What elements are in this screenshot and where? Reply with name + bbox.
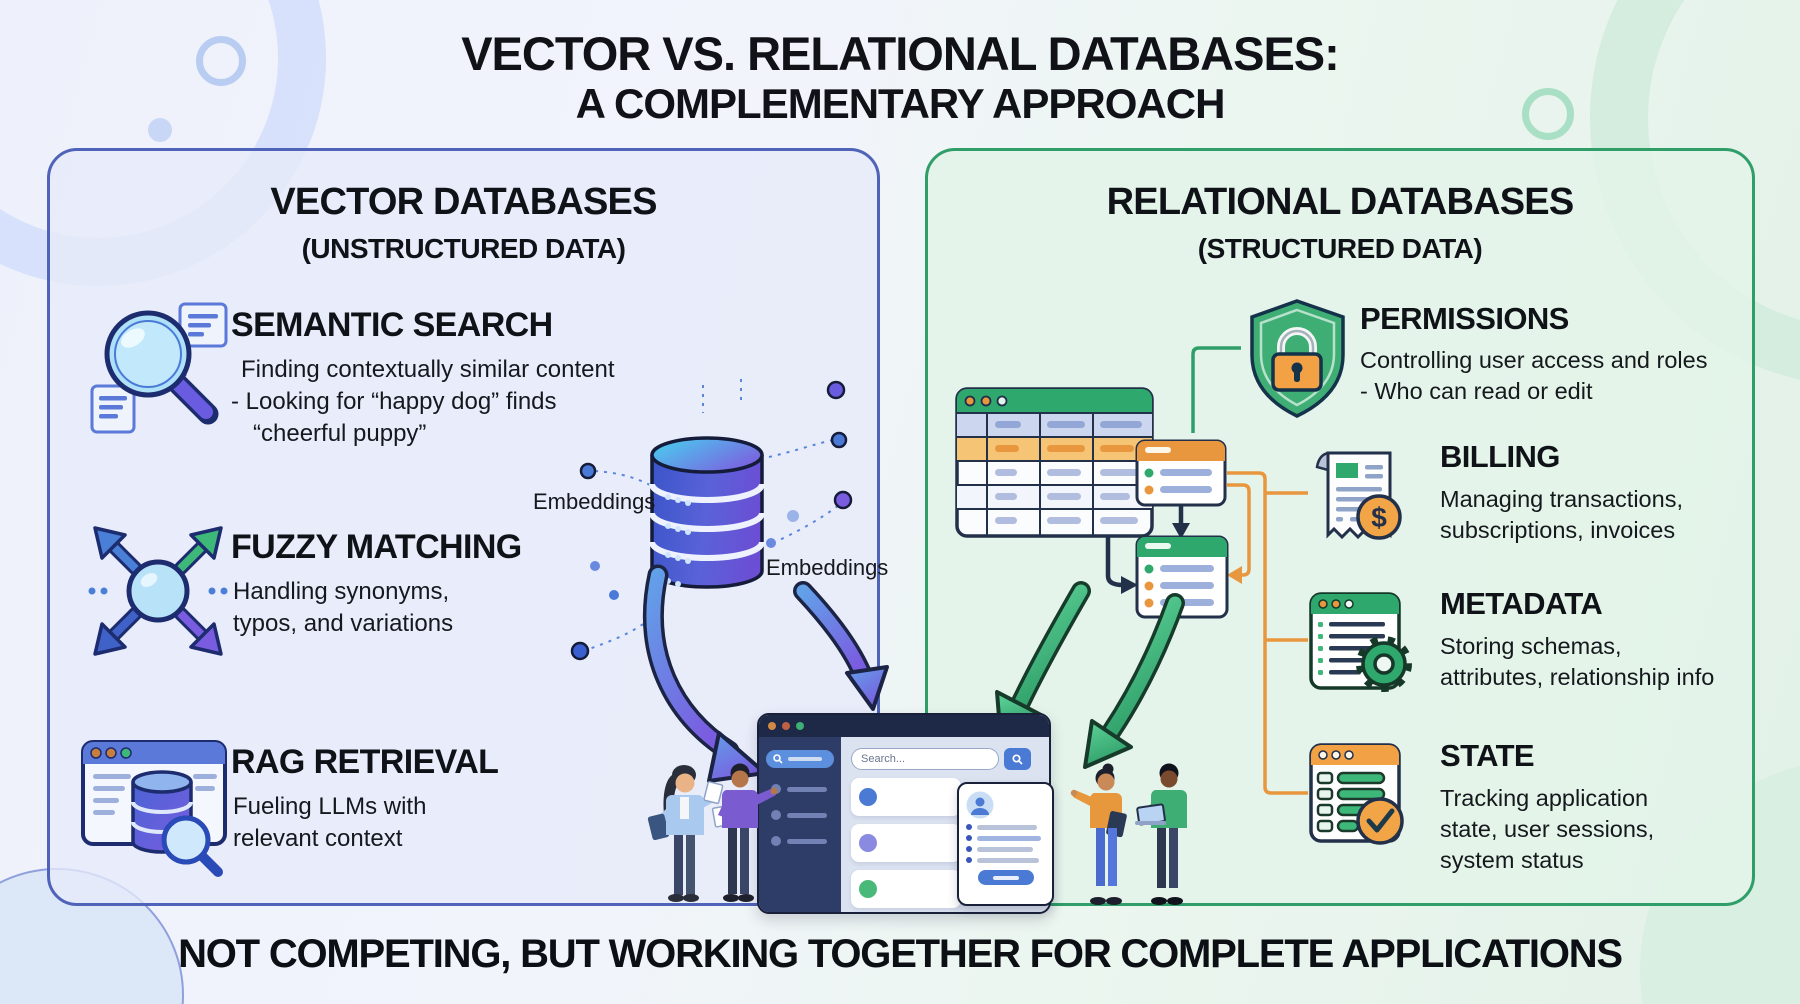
result-card [851,824,961,862]
profile-field [966,846,1045,852]
search-icon [1012,753,1023,765]
vector-flow-arrows [642,564,889,783]
search-input: Search... [851,748,999,770]
fuzzy-matching-line1: Handling synonyms, [233,578,450,605]
billing-line1: Managing transactions, [1440,486,1683,512]
traffic-light-red-icon [782,722,790,730]
semantic-search-line3: “cheerful puppy” [253,420,427,447]
fuzzy-matching-line2: typos, and variations [233,610,454,637]
rag-retrieval-icon [81,740,227,877]
rag-retrieval-heading: RAG RETRIEVAL [231,743,499,781]
billing-heading: BILLING [1440,439,1560,474]
relational-panel: RELATIONAL DATABASES (STRUCTURED DATA) [925,148,1755,906]
metadata-line2: attributes, relationship info [1440,664,1715,690]
decor-ring-small-right [1522,88,1574,140]
footer-tagline: NOT COMPETING, BUT WORKING TOGETHER FOR … [178,932,1623,976]
result-avatar [859,834,877,852]
sidebar-menu-item [771,810,841,820]
permissions-line1: Controlling user access and roles [1360,347,1708,373]
relational-table [955,387,1154,538]
fuzzy-matching-heading: FUZZY MATCHING [231,528,522,566]
result-avatar [859,880,877,898]
shield-lock-icon [1250,299,1345,418]
relational-panel-title: RELATIONAL DATABASES [1106,181,1575,223]
permissions-text: Controlling user access and roles - Who … [1360,345,1760,407]
state-line3: system status [1440,847,1584,873]
state-text: Tracking application state, user session… [1440,783,1760,876]
profile-field [966,835,1045,841]
state-heading: STATE [1440,738,1535,773]
app-titlebar [759,715,1049,737]
profile-action-button [977,870,1034,885]
metadata-line1: Storing schemas, [1440,633,1622,659]
profile-field [966,857,1045,863]
sidebar-menu-item [771,784,841,794]
semantic-search-icon [90,302,228,434]
database-cylinder [649,436,765,589]
billing-icon: $ [1315,451,1402,540]
state-line1: Tracking application [1440,785,1649,811]
semantic-search-line1: Finding contextually similar content [241,356,615,383]
decor-dot-left [148,118,172,142]
result-card [851,778,961,816]
state-icon [1309,743,1404,845]
record-card-orange [1135,439,1227,507]
vector-panel-subtitle: (UNSTRUCTURED DATA) [301,233,626,264]
search-button [1004,748,1031,770]
embeddings-label-right: Embeddings [766,555,889,580]
search-icon [773,754,783,764]
semantic-search-heading: SEMANTIC SEARCH [231,306,553,344]
semantic-search-text: Finding contextually similar content - L… [231,354,731,450]
menu-dot-icon [771,836,781,846]
search-placeholder: Search... [861,753,906,765]
rag-retrieval-line2: relevant context [233,825,403,852]
people-left [647,763,778,902]
sidebar-search-item [766,750,834,768]
embedding-nodes [570,379,853,661]
main-title-line2: A COMPLEMENTARY APPROACH [575,80,1226,127]
semantic-search-line2: - Looking for “happy dog” finds [231,388,557,415]
embeddings-label-left: Embeddings [533,489,656,514]
app-sidebar [759,737,841,912]
rag-retrieval-text: Fueling LLMs with relevant context [233,791,593,855]
record-card-green [1135,535,1229,619]
billing-text: Managing transactions, subscriptions, in… [1440,484,1770,546]
metadata-heading: METADATA [1440,586,1603,621]
metadata-text: Storing schemas, attributes, relationshi… [1440,631,1770,693]
result-avatar [859,788,877,806]
result-card [851,870,961,908]
vector-panel-title: VECTOR DATABASES [270,181,657,223]
user-avatar-icon [966,791,994,819]
traffic-light-green-icon [796,722,804,730]
billing-line2: subscriptions, invoices [1440,517,1676,543]
permissions-line2: - Who can read or edit [1360,378,1593,404]
traffic-light-orange-icon [768,722,776,730]
permissions-heading: PERMISSIONS [1360,301,1569,336]
fuzzy-matching-text: Handling synonyms, typos, and variations [233,576,653,640]
relational-panel-subtitle: (STRUCTURED DATA) [1197,233,1483,264]
state-line2: state, user sessions, [1440,816,1655,842]
metadata-icon [1309,592,1412,692]
profile-field [966,824,1045,830]
fuzzy-matching-icon [88,526,228,656]
sidebar-menu-item [771,836,841,846]
decor-ring-small-left [196,36,246,86]
menu-dot-icon [771,810,781,820]
rag-retrieval-line1: Fueling LLMs with [233,793,427,820]
main-title-line1: VECTOR VS. RELATIONAL DATABASES: [461,27,1340,80]
people-right [1070,763,1187,905]
profile-card [957,782,1054,906]
svg-text:$: $ [1371,502,1387,533]
